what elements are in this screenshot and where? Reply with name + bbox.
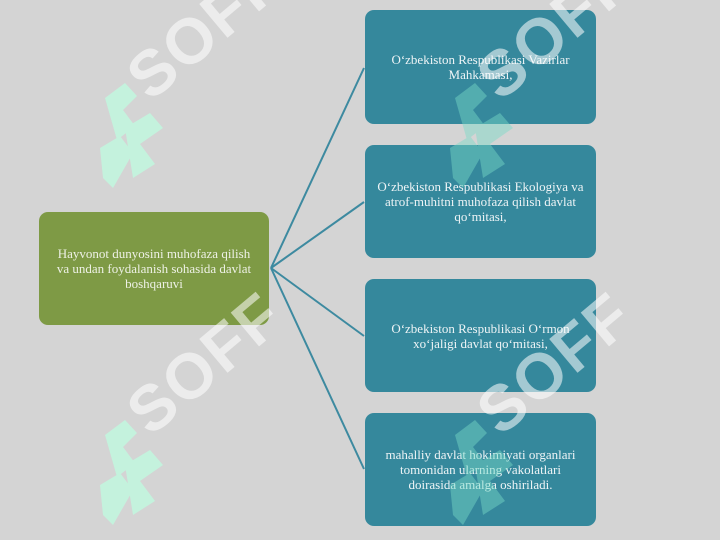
child-node-1: O‘zbekiston Respublikasi Vazirlar Mahkam… — [365, 10, 596, 124]
root-node-text: Hayvonot dunyosini muhofaza qilish va un… — [56, 246, 252, 291]
child-node-3: O‘zbekiston Respublikasi O‘rmon xo‘jalig… — [365, 279, 596, 392]
connector-2 — [270, 201, 365, 269]
child-node-4-text: mahalliy davlat hokimiyati organlari tom… — [385, 447, 576, 492]
child-node-2-text: O‘zbekiston Respublikasi Ekologiya va at… — [377, 179, 584, 224]
connector-3 — [270, 267, 365, 337]
connector-1 — [270, 67, 365, 269]
child-node-4: mahalliy davlat hokimiyati organlari tom… — [365, 413, 596, 526]
child-node-3-text: O‘zbekiston Respublikasi O‘rmon xo‘jalig… — [391, 320, 570, 351]
child-node-1-text: O‘zbekiston Respublikasi Vazirlar Mahkam… — [391, 52, 570, 82]
child-node-2: O‘zbekiston Respublikasi Ekologiya va at… — [365, 145, 596, 258]
root-node: Hayvonot dunyosini muhofaza qilish va un… — [39, 212, 269, 325]
connector-4 — [270, 267, 365, 470]
